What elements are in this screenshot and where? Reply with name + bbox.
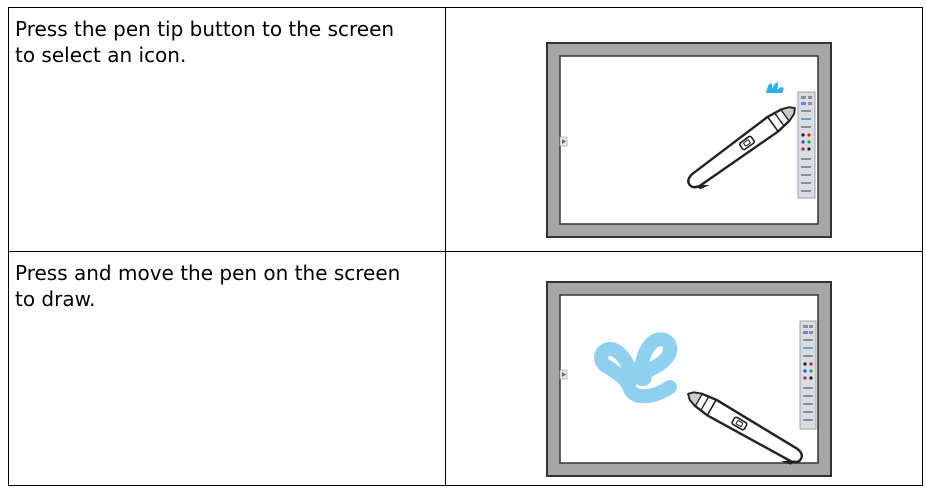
step-row: Press and move the pen on the screen to …: [9, 252, 923, 486]
step-illustration-cell: [446, 252, 923, 486]
pen-toolbar: [798, 92, 815, 198]
step-text-cell: Press and move the pen on the screen to …: [9, 252, 446, 486]
step-instruction: Press and move the pen on the screen to …: [9, 252, 415, 312]
pen-toolbar: [800, 321, 816, 429]
side-arrow-tab: [560, 137, 567, 146]
step-instruction: Press the pen tip button to the screen t…: [9, 8, 415, 68]
board-screen: [560, 56, 818, 224]
step-illustration-cell: [446, 8, 923, 252]
step-text-cell: Press the pen tip button to the screen t…: [9, 8, 446, 252]
step-row: Press the pen tip button to the screen t…: [9, 8, 923, 252]
interactive-board-illustration: [546, 281, 832, 477]
side-arrow-tab: [560, 370, 567, 379]
instruction-table: Press the pen tip button to the screen t…: [8, 7, 923, 486]
interactive-board-illustration: [546, 42, 832, 238]
